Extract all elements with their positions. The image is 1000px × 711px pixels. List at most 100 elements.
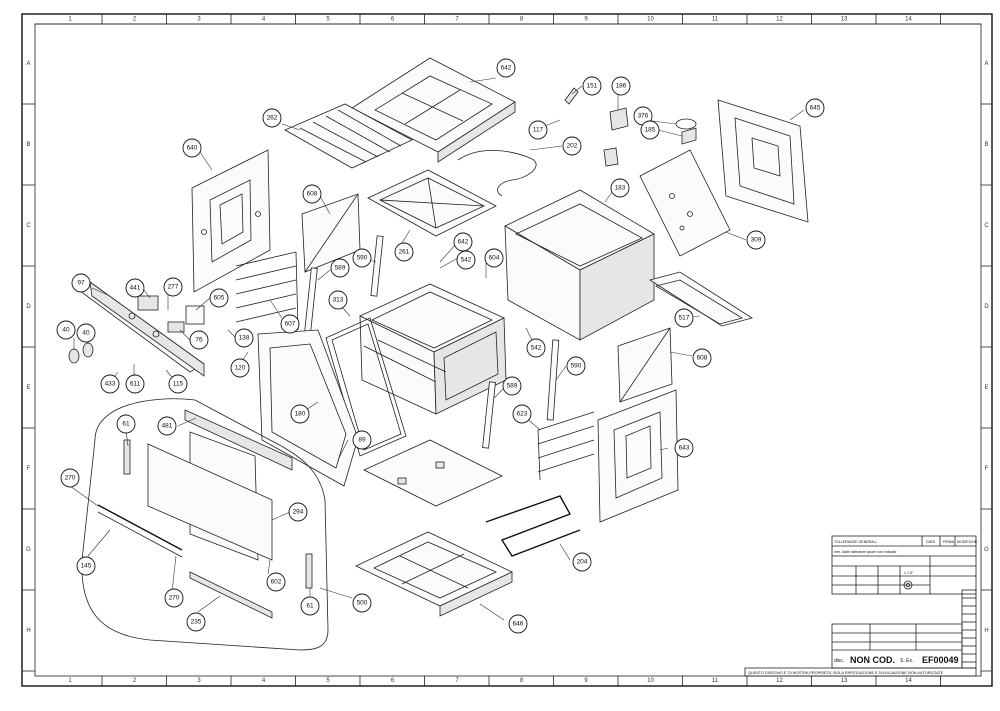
callout-c262: 262 <box>262 108 282 128</box>
callout-bubble <box>71 273 91 293</box>
callout-label: 183 <box>615 185 626 192</box>
callout-label: 608 <box>307 191 318 198</box>
zone-number-top: 3 <box>197 17 201 23</box>
callout-c604: 604 <box>484 248 504 268</box>
zone-number-bottom: 1 <box>68 678 72 684</box>
part-door-glass-assembly <box>81 398 329 651</box>
callout-bubble <box>352 593 372 613</box>
callout-bubble <box>234 328 254 348</box>
callout-bubble <box>566 356 586 376</box>
part-right-side-panel <box>597 389 679 523</box>
callout-c115: 115 <box>168 374 188 394</box>
callout-c277: 277 <box>163 277 183 297</box>
callout-bubble <box>484 248 504 268</box>
callout-label: 204 <box>577 559 588 566</box>
footer-note: QUESTO DISEGNO E' DI NOSTRA PROPRIETA' S… <box>748 671 944 675</box>
callout-c542b: 542 <box>526 338 546 358</box>
callout-bubble <box>572 552 592 572</box>
document-number: EF00049 <box>922 655 959 665</box>
callout-bubble <box>76 323 96 343</box>
part-inner-top <box>367 169 497 237</box>
part-insulation-top <box>284 103 413 169</box>
callout-bubble <box>60 468 80 488</box>
zone-letter-right: D <box>984 304 989 310</box>
callout-label: 61 <box>306 603 314 610</box>
callout-label: 645 <box>810 105 821 112</box>
callout-c433: 433 <box>100 374 120 394</box>
callout-c309: 309 <box>746 230 766 250</box>
callout-label: 138 <box>239 335 250 342</box>
callout-c542a: 542 <box>456 250 476 270</box>
callout-c183: 183 <box>610 178 630 198</box>
callout-label: 590 <box>357 255 368 262</box>
callout-label: 151 <box>587 83 598 90</box>
callout-label: 642 <box>458 239 469 246</box>
zone-number-top: 4 <box>262 17 266 23</box>
callout-label: 643 <box>679 445 690 452</box>
callout-label: 270 <box>65 475 76 482</box>
callout-bubble <box>168 374 188 394</box>
callout-c185: 185 <box>640 120 660 140</box>
callout-label: 640 <box>187 145 198 152</box>
callout-bubble <box>100 374 120 394</box>
callout-label: 605 <box>214 295 225 302</box>
revision: S. Ex. <box>900 658 913 664</box>
callout-label: 313 <box>333 297 344 304</box>
zone-number-bottom: 3 <box>197 678 201 684</box>
zone-letter-left: A <box>26 61 30 67</box>
callout-bubble <box>352 248 372 268</box>
callout-label: 180 <box>295 411 306 418</box>
part-outer-casing <box>504 189 655 341</box>
callout-label: 642 <box>501 65 512 72</box>
callout-bubble <box>290 404 310 424</box>
callout-bubble <box>163 277 183 297</box>
callout-label: 40 <box>62 327 70 334</box>
callout-c40b: 40 <box>76 323 96 343</box>
callout-bubble <box>674 308 694 328</box>
part-fan-bracket <box>649 271 753 327</box>
callout-bubble <box>189 330 209 350</box>
zone-number-top: 5 <box>326 17 330 23</box>
callout-label: 608 <box>697 355 708 362</box>
callout-c76: 76 <box>189 330 209 350</box>
callout-label: 186 <box>616 83 627 90</box>
zone-number-top: 6 <box>391 17 395 23</box>
zone-letter-right: F <box>985 466 989 472</box>
zone-letter-right: B <box>984 142 988 148</box>
zone-letter-left: E <box>26 385 30 391</box>
callout-c204: 204 <box>572 552 592 572</box>
part-insulation-side <box>301 193 361 273</box>
callout-c97: 97 <box>71 273 91 293</box>
callout-label: 441 <box>130 285 141 292</box>
callout-bubble <box>157 416 177 436</box>
callout-c261: 261 <box>394 242 414 262</box>
callout-bubble <box>330 258 350 278</box>
callout-label: 117 <box>533 127 544 134</box>
callout-bubble <box>453 232 473 252</box>
callout-bubble <box>230 358 250 378</box>
callout-label: 517 <box>679 315 690 322</box>
callout-c607: 607 <box>280 314 300 334</box>
callout-label: 481 <box>162 423 173 430</box>
zone-number-bottom: 12 <box>776 678 783 684</box>
part-left-side-panel <box>191 149 271 293</box>
callout-c608b: 608 <box>692 348 712 368</box>
callout-bubble <box>512 404 532 424</box>
callout-label: 261 <box>399 249 410 256</box>
zone-number-bottom: 11 <box>712 678 719 684</box>
callout-bubble <box>692 348 712 368</box>
callout-c151: 151 <box>582 76 602 96</box>
callout-label: 433 <box>105 381 116 388</box>
zone-number-bottom: 13 <box>841 678 848 684</box>
part-bottom-cover <box>355 531 513 617</box>
part-door-frame <box>257 329 359 487</box>
zone-letter-left: B <box>26 142 30 148</box>
callout-label: 607 <box>285 321 296 328</box>
zone-number-bottom: 4 <box>262 678 266 684</box>
callout-bubble <box>164 588 184 608</box>
